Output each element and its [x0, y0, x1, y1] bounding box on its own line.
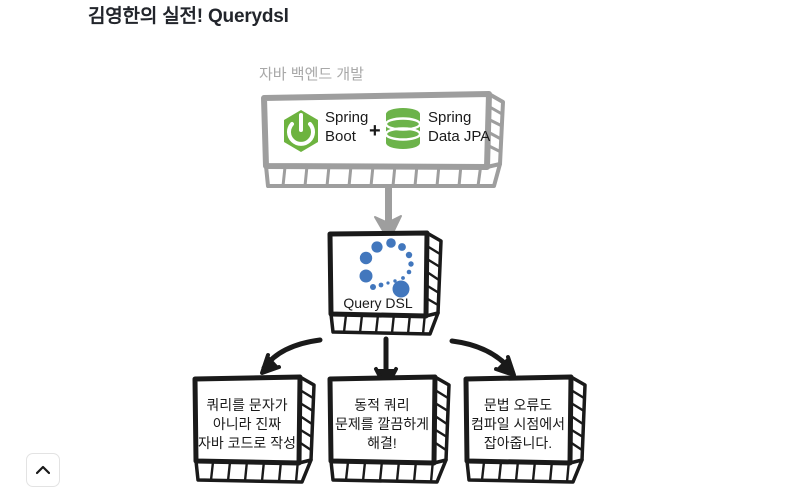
gray-down-arrow	[374, 187, 402, 242]
bottom-box-java-code: 쿼리를 문자가 아니라 진짜 자바 코드로 작성	[192, 374, 316, 484]
spring-data-jpa-label-line2: Data JPA	[428, 128, 490, 145]
bottom-box-2-line-2: 문제를 깔끔하게	[335, 416, 429, 432]
scroll-to-top-button[interactable]	[26, 453, 60, 487]
bottom-box-dynamic-query: 동적 쿼리 문제를 깔끔하게 해결!	[327, 374, 451, 484]
center-box-querydsl: Query DSL	[327, 230, 443, 336]
querydsl-diagram: 자바 백엔드 개발	[192, 66, 587, 484]
bottom-box-1-line-2: 아니라 진짜	[213, 416, 281, 432]
chevron-up-icon	[36, 465, 50, 475]
spring-boot-icon	[284, 110, 318, 152]
bottom-box-2-line-1: 동적 쿼리	[354, 397, 409, 413]
spring-boot-label-line1: Spring	[325, 109, 368, 126]
bottom-box-3-line-1: 문법 오류도	[484, 397, 552, 413]
bottom-box-1-line-1: 쿼리를 문자가	[206, 397, 287, 413]
database-icon	[384, 108, 422, 149]
arrow-to-right-box	[449, 338, 516, 377]
spring-data-jpa-label-line1: Spring	[428, 109, 471, 126]
bottom-box-compile-error: 문법 오류도 컴파일 시점에서 잡아줍니다.	[463, 374, 587, 484]
top-box-caption: 자바 백엔드 개발	[259, 66, 364, 83]
bottom-box-1-line-3: 자바 코드로 작성	[198, 435, 296, 451]
plus-icon: +	[369, 120, 381, 142]
bottom-box-3-line-2: 컴파일 시점에서	[471, 416, 565, 432]
bottom-box-2-line-3: 해결!	[367, 435, 397, 451]
querydsl-dots-icon	[359, 238, 414, 298]
page-title: 김영한의 실전! Querydsl	[88, 6, 289, 27]
center-box-label: Query DSL	[343, 295, 412, 311]
spring-boot-label-line2: Boot	[325, 128, 357, 145]
arrow-to-left-box	[260, 337, 323, 375]
bottom-box-3-line-3: 잡아줍니다.	[484, 435, 552, 451]
top-box: Spring Boot + Spring Data JPA	[261, 91, 505, 188]
